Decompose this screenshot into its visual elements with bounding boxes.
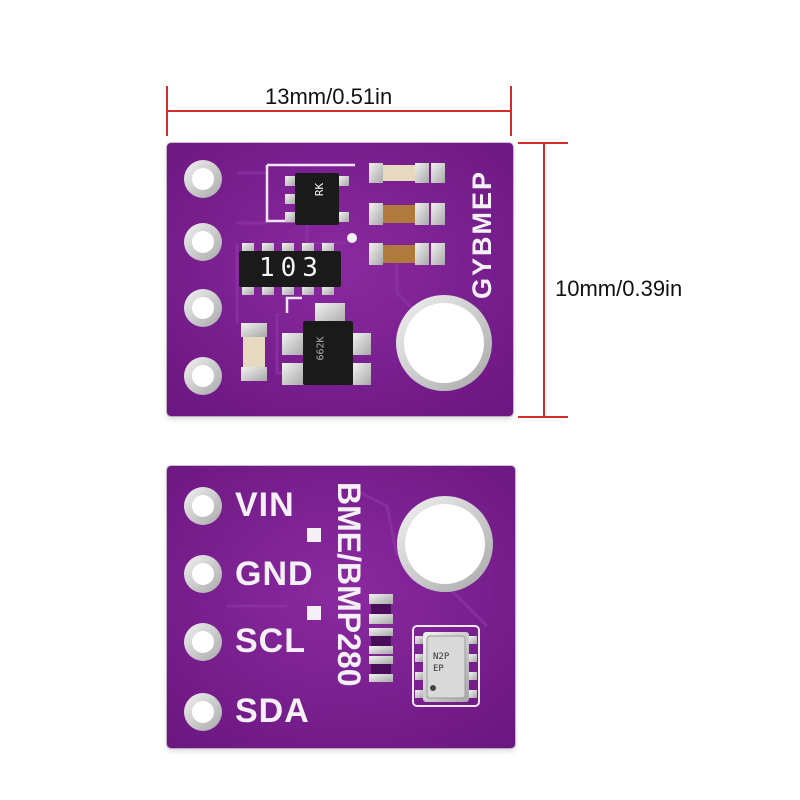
sensor-marking-line1: N2P [433, 652, 450, 662]
pin-label-gnd: GND [235, 555, 314, 593]
capacitors-bottom [369, 594, 393, 682]
sensor-marking-line2: EP [433, 664, 444, 674]
pin-label-vin: VIN [235, 486, 295, 524]
pin-holes-top [184, 160, 222, 395]
ic-rk [285, 173, 349, 225]
pin-holes-bottom [184, 487, 222, 731]
part-label: BME/BMP280 [331, 482, 367, 687]
bme280-sensor-chip [412, 625, 480, 707]
sensor-board-top: 103 RK 662K GYBMEP [167, 143, 513, 416]
pin-label-scl: SCL [235, 622, 306, 660]
height-dimension-lines [518, 142, 568, 418]
mounting-hole-top [396, 295, 492, 391]
ic-marking: RK [313, 182, 327, 197]
width-dimension [166, 86, 512, 136]
pin-label-sda: SDA [235, 692, 310, 730]
height-dimension [518, 142, 568, 418]
sensor-board-bottom: VIN GND SCL SDA BME/BMP280 N2P EP [167, 466, 515, 748]
width-dimension-lines [166, 86, 512, 136]
brand-text: GYBMEP [467, 169, 497, 299]
regulator-marking: 662K [315, 336, 327, 361]
regulator [282, 303, 371, 385]
resistor-network-103 [239, 243, 341, 295]
pcb-top-artwork [167, 143, 513, 416]
height-dimension-label: 10mm/0.39in [555, 276, 683, 301]
capacitors-top [369, 163, 445, 265]
capacitor-vertical [241, 323, 267, 381]
pcb-bottom-artwork [167, 466, 515, 748]
width-dimension-label: 13mm/0.51in [265, 84, 393, 109]
mounting-hole-bottom [397, 496, 493, 592]
resistor-marking: 103 [259, 253, 324, 283]
